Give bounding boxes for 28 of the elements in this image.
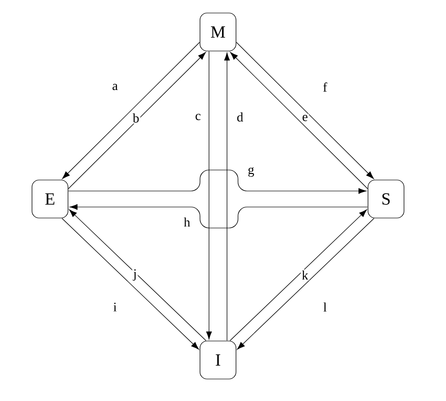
arrow: [70, 204, 368, 228]
node-box: M: [200, 12, 236, 52]
arrow: [62, 42, 200, 179]
edge-label: h: [184, 218, 190, 226]
arrow: [236, 42, 374, 179]
edge-label: c: [196, 114, 200, 120]
edge-label: j: [132, 269, 136, 281]
node-box: E: [32, 180, 68, 218]
arrow: [237, 218, 374, 350]
arrow: [68, 170, 366, 194]
arrow: [69, 209, 206, 341]
arrow: [206, 51, 212, 340]
node-box: I: [200, 340, 236, 380]
arrow: [230, 209, 367, 341]
edge-label: e: [302, 114, 308, 122]
edge-label: a: [112, 84, 118, 90]
edge-label: d: [237, 112, 244, 122]
arrow: [224, 52, 230, 341]
arrow: [230, 52, 368, 190]
arrow: [62, 218, 199, 350]
edge-label: k: [302, 270, 308, 280]
edge-label: g: [248, 167, 254, 177]
edge-label: f: [323, 82, 328, 92]
edge-label: i: [113, 302, 117, 312]
node-box: S: [368, 180, 404, 218]
edge-label: b: [132, 113, 139, 123]
arrow: [68, 52, 206, 190]
edge-label: l: [323, 302, 327, 312]
